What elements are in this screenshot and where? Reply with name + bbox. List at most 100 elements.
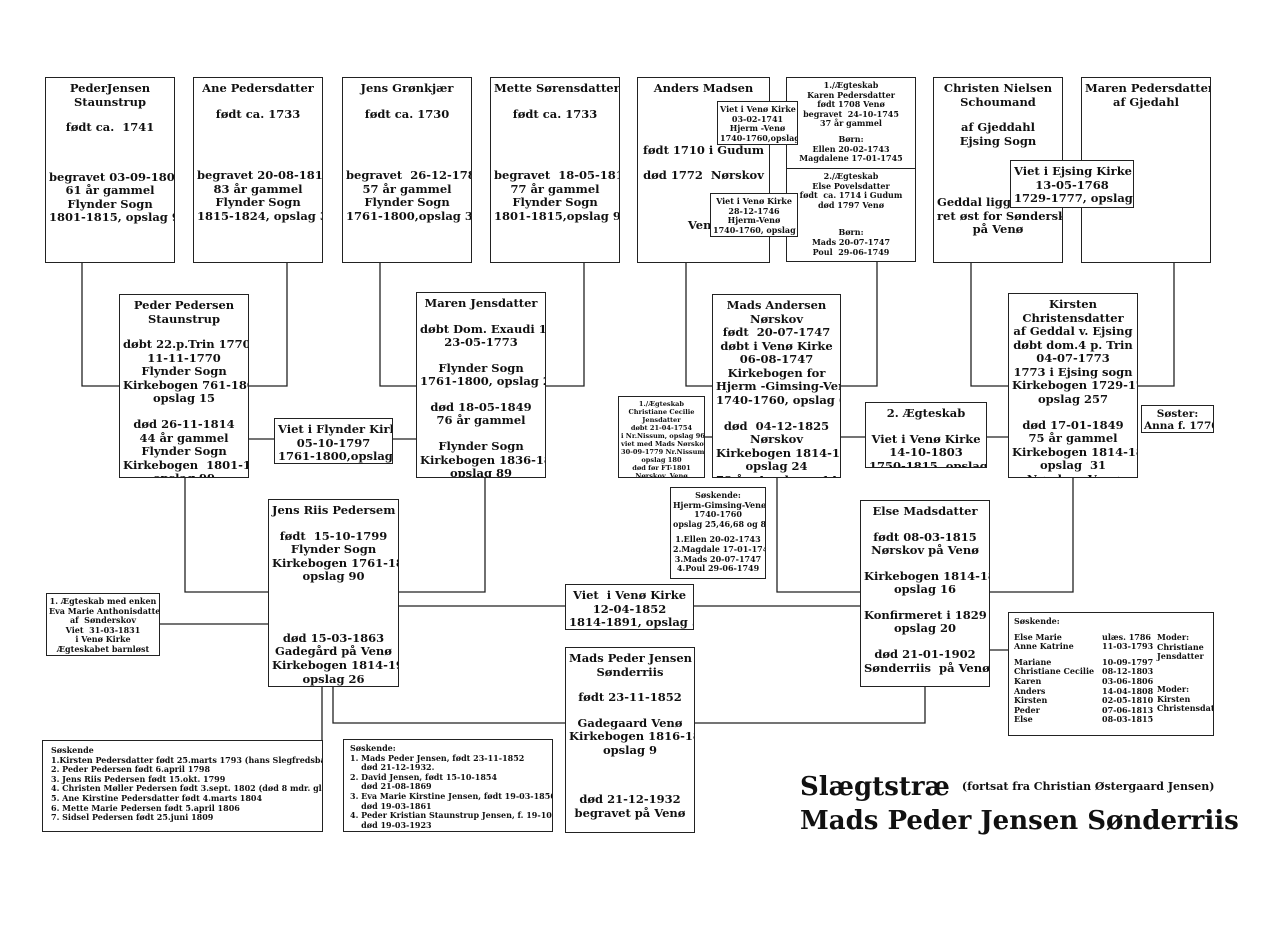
text-line: Hjerm-Gimsing-Venø bbox=[673, 499, 766, 510]
text-line: 1801-1815,opslag 97 bbox=[494, 208, 620, 223]
text-line: 1750-1815, opslag 34 bbox=[869, 458, 987, 468]
connector-line bbox=[379, 263, 416, 387]
text-line: Jens Grønkjær bbox=[360, 81, 454, 95]
text-line: 12-04-1852 bbox=[592, 601, 667, 616]
text-line: Kirkebogen 1814-1891 bbox=[716, 445, 840, 460]
text-line: født ca. 1733 bbox=[512, 106, 598, 121]
text-line: 4.Poul 29-06-1749 bbox=[676, 563, 760, 574]
text-line: 2. David Jensen, født 15-10-1854 bbox=[350, 771, 498, 782]
text-line: opslag 15 bbox=[152, 391, 216, 406]
text-line: i Nr.Nissum, opslag 96 bbox=[621, 432, 705, 441]
text-line: 1.Kirsten Pedersdatter født 25.marts 179… bbox=[51, 754, 323, 765]
text-line: 83 år gammel bbox=[213, 181, 303, 196]
text-line: Søskende: bbox=[695, 490, 741, 500]
text-line: Maren Jensdatter bbox=[424, 296, 538, 310]
text-line: 78 år, 4 mdr. og 14 dage bbox=[716, 473, 838, 477]
connector-line bbox=[546, 263, 585, 387]
page-title-name: Mads Peder Jensen Sønderriis bbox=[800, 806, 1239, 836]
text-line: Gadegaard Venø bbox=[577, 715, 683, 730]
text-line: Konfirmeret i 1829 bbox=[864, 607, 987, 622]
text-line: 2.Magdale 17-01-1745 bbox=[673, 543, 766, 554]
text-line: døbt i Venø Kirke bbox=[720, 338, 833, 353]
text-line: 1729-1777, opslag 308 bbox=[1014, 191, 1133, 206]
text-line: Sønderriis bbox=[596, 664, 664, 679]
text-line: Flynder Sogn bbox=[141, 364, 227, 379]
text-line: af Sønderskov bbox=[69, 615, 137, 626]
text-line: Maren Pedersdatter bbox=[1085, 81, 1211, 95]
text-line: af Gjeddahl bbox=[961, 120, 1035, 135]
text-line: 28-12-1746 bbox=[728, 205, 780, 216]
mother-christiane: Moder: Christiane Jensdatter bbox=[1157, 632, 1204, 662]
text-line: Søskende: bbox=[350, 743, 396, 753]
text-line: opslag 89 bbox=[449, 466, 513, 478]
text-line: 75 år gammel bbox=[1028, 431, 1118, 446]
text-line: død 26-11-1814 bbox=[133, 416, 235, 431]
text-line: opslag 90 bbox=[302, 569, 365, 584]
text-line: født 1710 i Gudum bbox=[642, 142, 765, 157]
text-line: 4. Christen Møller Pedersen født 3.sept.… bbox=[51, 783, 322, 794]
text-line: opslag 31 bbox=[1039, 458, 1107, 473]
connector-line bbox=[685, 263, 712, 387]
text-line: død 18-05-1849 bbox=[430, 399, 532, 414]
text-line: 2. Peder Pedersen født 6.april 1798 bbox=[51, 764, 211, 775]
text-line: Else Madsdatter bbox=[872, 504, 978, 518]
text-line: Kirkebogen 1814-1891 bbox=[1012, 444, 1137, 459]
text-line: Jensdatter bbox=[642, 416, 681, 425]
text-line: 1. Ægteskab med enken bbox=[49, 596, 157, 606]
text-line: Kirkebogen 761-1800 bbox=[123, 377, 249, 392]
text-line: Mads Peder Jensen bbox=[569, 651, 693, 665]
text-line: døbt dom.4 p. Trin bbox=[1013, 337, 1133, 352]
text-line: 77 år gammel bbox=[510, 181, 600, 196]
connector-line bbox=[695, 687, 926, 724]
text-line: Søskende bbox=[51, 745, 94, 755]
text-line: død 17-01-1849 bbox=[1022, 417, 1124, 432]
text-line: Flynder Sogn bbox=[512, 195, 598, 210]
text-line: 3. Eva Marie Kirstine Jensen, født 19-03… bbox=[350, 790, 553, 801]
text-line: opslag 25,46,68 og 85 bbox=[673, 518, 766, 529]
text-line: Kirkebogen 1761-1800 bbox=[272, 555, 398, 570]
text-line: Kirsten bbox=[1049, 297, 1097, 311]
text-line: opslag 9 bbox=[602, 742, 658, 757]
text-line: af Gjedahl bbox=[1113, 94, 1179, 109]
text-line: begravet 26-12-1787 bbox=[346, 168, 472, 183]
text-line: 37 år gammel bbox=[820, 118, 882, 129]
text-line: opslag 24 bbox=[745, 459, 808, 474]
connector-line bbox=[399, 478, 486, 593]
text-line: Viet i Venø Kirke bbox=[871, 431, 981, 446]
connector-line bbox=[1138, 263, 1175, 387]
connector-line bbox=[332, 687, 565, 724]
text-line: i Venø Kirke bbox=[75, 634, 131, 645]
text-line: af Geddal v. Ejsing bbox=[1013, 324, 1133, 339]
text-line: 1761-1800,opslag 37 bbox=[346, 208, 472, 223]
text-line: død 21-12-1932. bbox=[350, 762, 435, 773]
text-line: opslag 26 bbox=[302, 671, 365, 686]
text-line: Børn: bbox=[838, 133, 864, 144]
text-line: Ellen 20-02-1743 bbox=[812, 143, 890, 154]
text-line: 2./Ægteskab bbox=[823, 171, 879, 181]
text-line: 2. Ægteskab bbox=[886, 406, 966, 420]
text-line: Kirkebogen 1801-1815 bbox=[123, 457, 248, 472]
text-line: Hjerm -Venø bbox=[729, 123, 786, 134]
text-line: Flynder Sogn bbox=[215, 195, 301, 210]
text-line: Christensdatter bbox=[1022, 310, 1124, 325]
text-line: født 20-07-1747 bbox=[722, 325, 831, 340]
connector-line bbox=[184, 478, 268, 593]
text-line: 1801-1815, opslag 96 bbox=[49, 210, 175, 225]
text-line: født ca. 1733 bbox=[215, 106, 301, 121]
text-line: Kirkebogen for bbox=[727, 365, 826, 380]
text-line: ret øst for Sønderskov bbox=[937, 208, 1062, 223]
text-line: Kirkebogen 1836-1851 bbox=[420, 452, 545, 467]
text-line: begravet 03-09-1802 bbox=[49, 169, 175, 184]
text-line: døbt 21-04-1754 bbox=[630, 424, 693, 433]
